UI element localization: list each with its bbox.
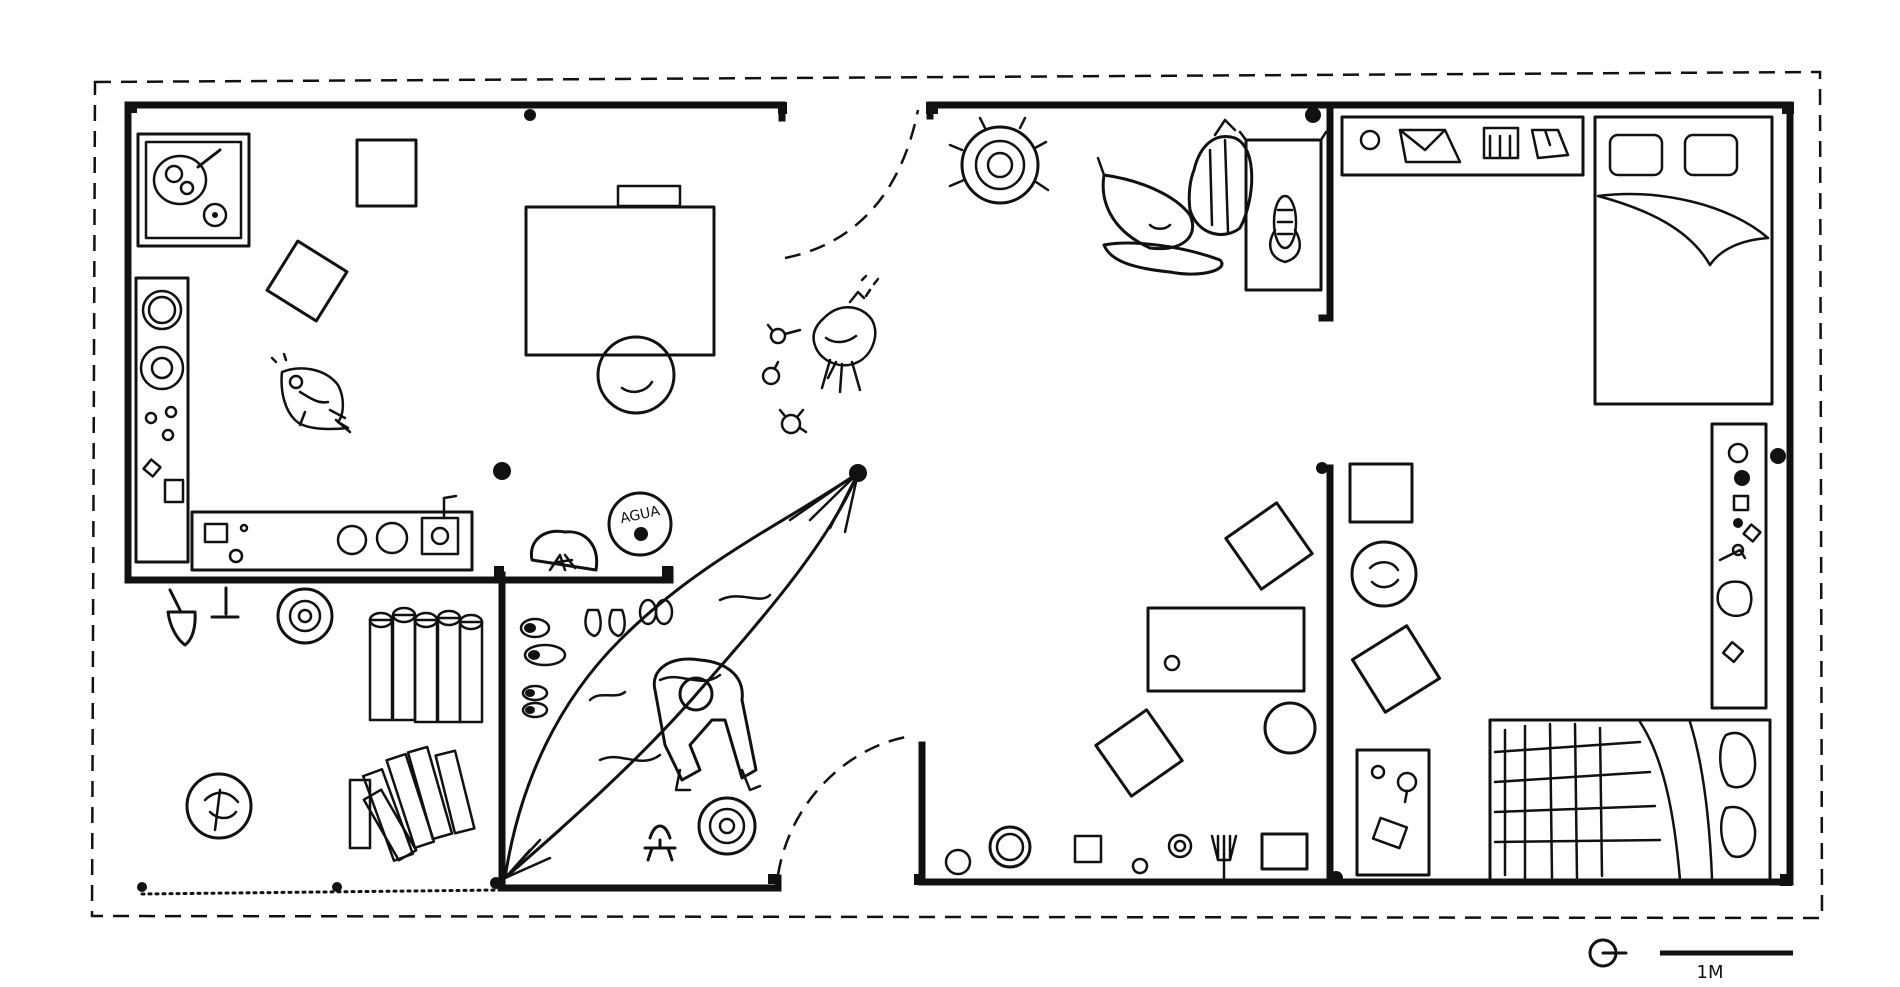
chair-square [1094, 708, 1184, 798]
log-stump [276, 587, 334, 645]
coiled-pot [697, 796, 757, 856]
stump-small [185, 772, 253, 840]
round-chair [596, 335, 676, 415]
bedroom-stool-square [1348, 462, 1414, 524]
scale-label: 1M [1697, 962, 1724, 983]
canoe [503, 471, 860, 880]
chair-square [1224, 501, 1314, 591]
firewood-upright [368, 606, 484, 724]
plant-pot [948, 116, 1050, 205]
corn-shelf [1238, 130, 1328, 292]
basin [529, 529, 599, 572]
shelf-with-clothes [1340, 115, 1585, 177]
kitchen-counter-left [134, 276, 190, 564]
stool [265, 239, 349, 323]
grinding-stone [643, 824, 677, 862]
bench-table [1146, 606, 1306, 693]
firewood-pile [348, 745, 476, 862]
nightstand [1355, 748, 1431, 877]
water-jar-label: AGUA [619, 503, 662, 527]
bedroom-chair [1350, 624, 1442, 714]
door-swing-top [784, 109, 920, 260]
person-carving [652, 657, 762, 792]
hen-with-chicks [761, 274, 880, 435]
wall-posts [126, 102, 1794, 892]
stove [136, 132, 251, 248]
floor-items-row [944, 825, 1309, 880]
walls [124, 101, 1794, 892]
compass-icon [1588, 938, 1628, 968]
dining-table [524, 184, 716, 357]
axe-tool [210, 586, 240, 619]
door-swing-bottom [776, 734, 913, 876]
chicken-kitchen [270, 352, 352, 434]
bedroom-round-basket [1350, 540, 1418, 608]
shoes [519, 598, 674, 719]
bed-bottom [1488, 718, 1772, 882]
kitchen-counter-bottom [190, 494, 474, 572]
round-stool [1263, 701, 1317, 755]
stool [355, 138, 418, 208]
water-jar [607, 491, 673, 557]
bed-top [1593, 115, 1774, 406]
squash-pile [1096, 118, 1254, 276]
property-boundary [90, 70, 1824, 920]
hoe-tool [166, 588, 197, 647]
dotted-fence [140, 888, 502, 896]
dresser-right [1710, 422, 1768, 710]
